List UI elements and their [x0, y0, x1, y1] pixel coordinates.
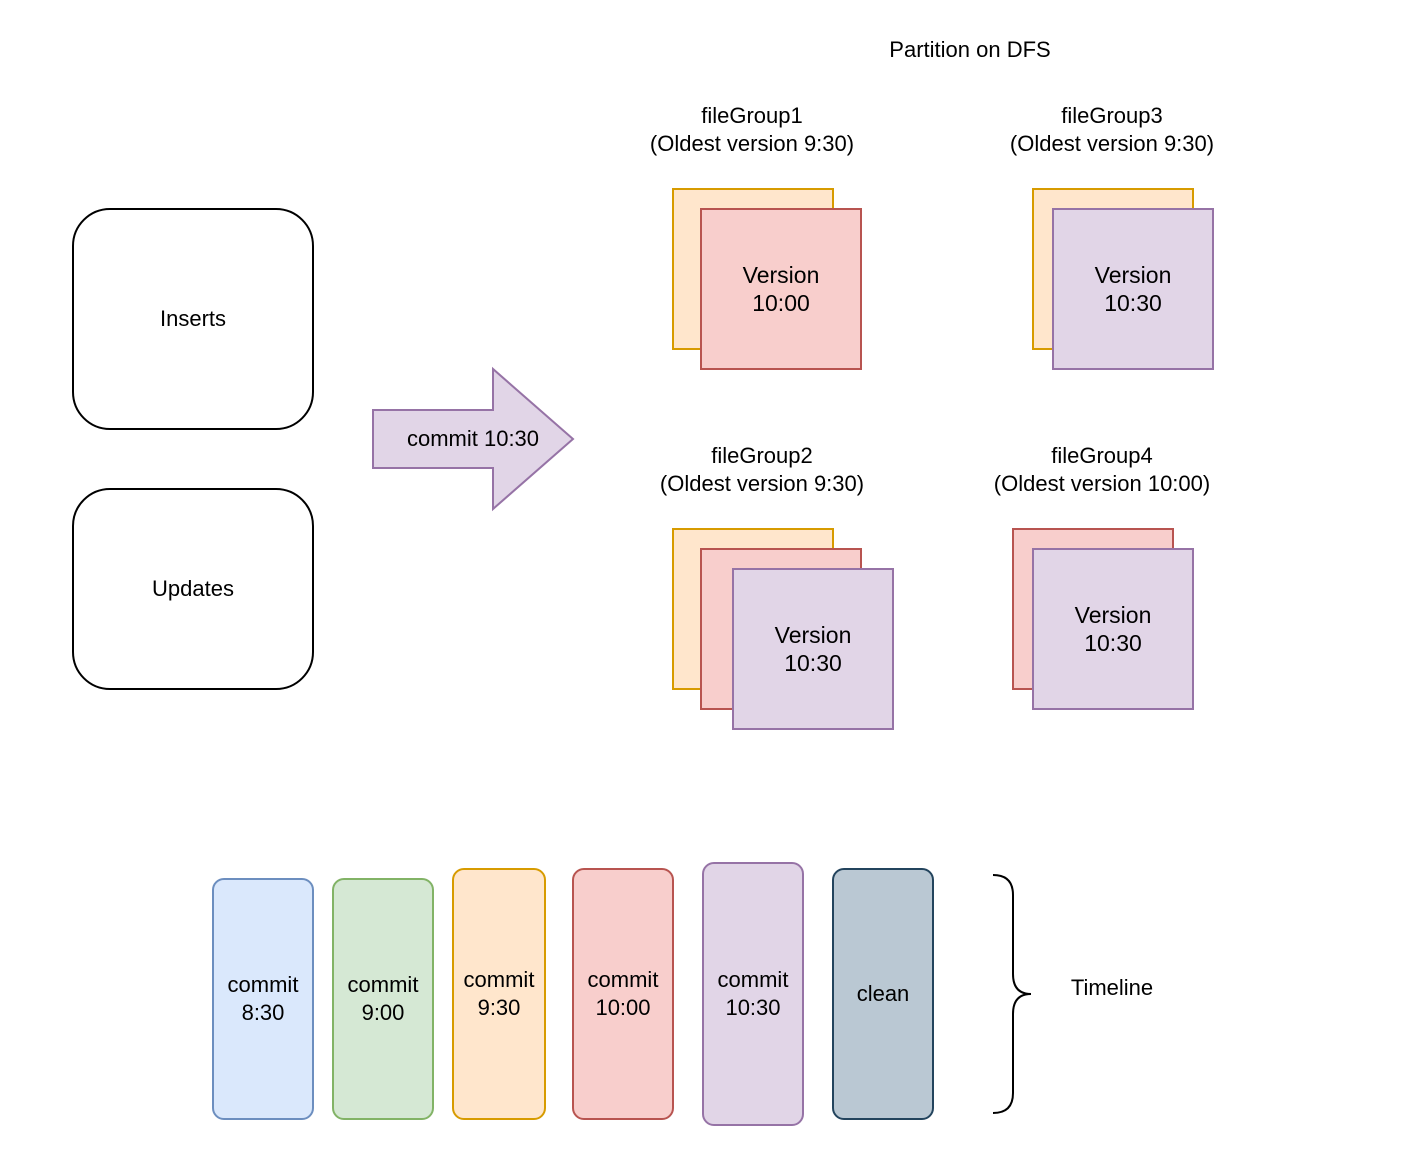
timeline-commit-1000: commit 10:00: [572, 868, 674, 1120]
timeline-item-line2: 10:00: [595, 995, 651, 1020]
timeline-label: Timeline: [1070, 975, 1154, 1000]
filegroup3-name: fileGroup3: [1061, 103, 1163, 128]
filegroup2-version-label: Version: [774, 622, 852, 648]
filegroup1-name: fileGroup1: [701, 103, 803, 128]
timeline-item-line1: clean: [856, 981, 910, 1006]
inserts-label: Inserts: [159, 306, 227, 331]
filegroup3-oldest: (Oldest version 9:30): [1009, 131, 1215, 156]
partition-title: Partition on DFS: [889, 37, 1051, 62]
filegroup3-version-time: 10:30: [1104, 290, 1162, 316]
timeline-item-line1: commit: [347, 972, 419, 997]
filegroup1-oldest: (Oldest version 9:30): [649, 131, 855, 156]
filegroup2-oldest: (Oldest version 9:30): [659, 471, 865, 496]
timeline-clean: clean: [832, 868, 934, 1120]
filegroup4-oldest: (Oldest version 10:00): [993, 471, 1211, 496]
filegroup2-version-time: 10:30: [784, 650, 842, 676]
filegroup4-version-time: 10:30: [1084, 630, 1142, 656]
filegroup1-version-1000: Version 10:00: [700, 208, 862, 370]
timeline-item-line2: 9:30: [477, 995, 521, 1020]
updates-box: Updates: [72, 488, 314, 690]
timeline-commit-930: commit 9:30: [452, 868, 546, 1120]
timeline-commit-900: commit 9:00: [332, 878, 434, 1120]
filegroup1-version-time: 10:00: [752, 290, 810, 316]
updates-label: Updates: [152, 576, 234, 601]
timeline-item-line2: 10:30: [725, 995, 781, 1020]
timeline-brace-icon: [992, 874, 1032, 1114]
timeline-item-line1: commit: [717, 967, 789, 992]
timeline-commit-830: commit 8:30: [212, 878, 314, 1120]
filegroup3-version-label: Version: [1094, 262, 1172, 288]
filegroup2-version-1030: Version 10:30: [732, 568, 894, 730]
commit-arrow-label: commit 10:30: [406, 426, 540, 451]
filegroup4-name: fileGroup4: [1051, 443, 1153, 468]
timeline-item-line1: commit: [227, 972, 299, 997]
inserts-box: Inserts: [72, 208, 314, 430]
filegroup1-version-label: Version: [742, 262, 820, 288]
commit-arrow: [372, 366, 575, 512]
timeline-commit-1030: commit 10:30: [702, 862, 804, 1126]
filegroup2-name: fileGroup2: [711, 443, 813, 468]
timeline-item-line2: 8:30: [241, 1000, 285, 1025]
filegroup4-version-1030: Version 10:30: [1032, 548, 1194, 710]
timeline-item-line2: 9:00: [361, 1000, 405, 1025]
filegroup4-version-label: Version: [1074, 602, 1152, 628]
timeline-item-line1: commit: [587, 967, 659, 992]
filegroup3-version-1030: Version 10:30: [1052, 208, 1214, 370]
timeline-item-line1: commit: [463, 967, 535, 992]
